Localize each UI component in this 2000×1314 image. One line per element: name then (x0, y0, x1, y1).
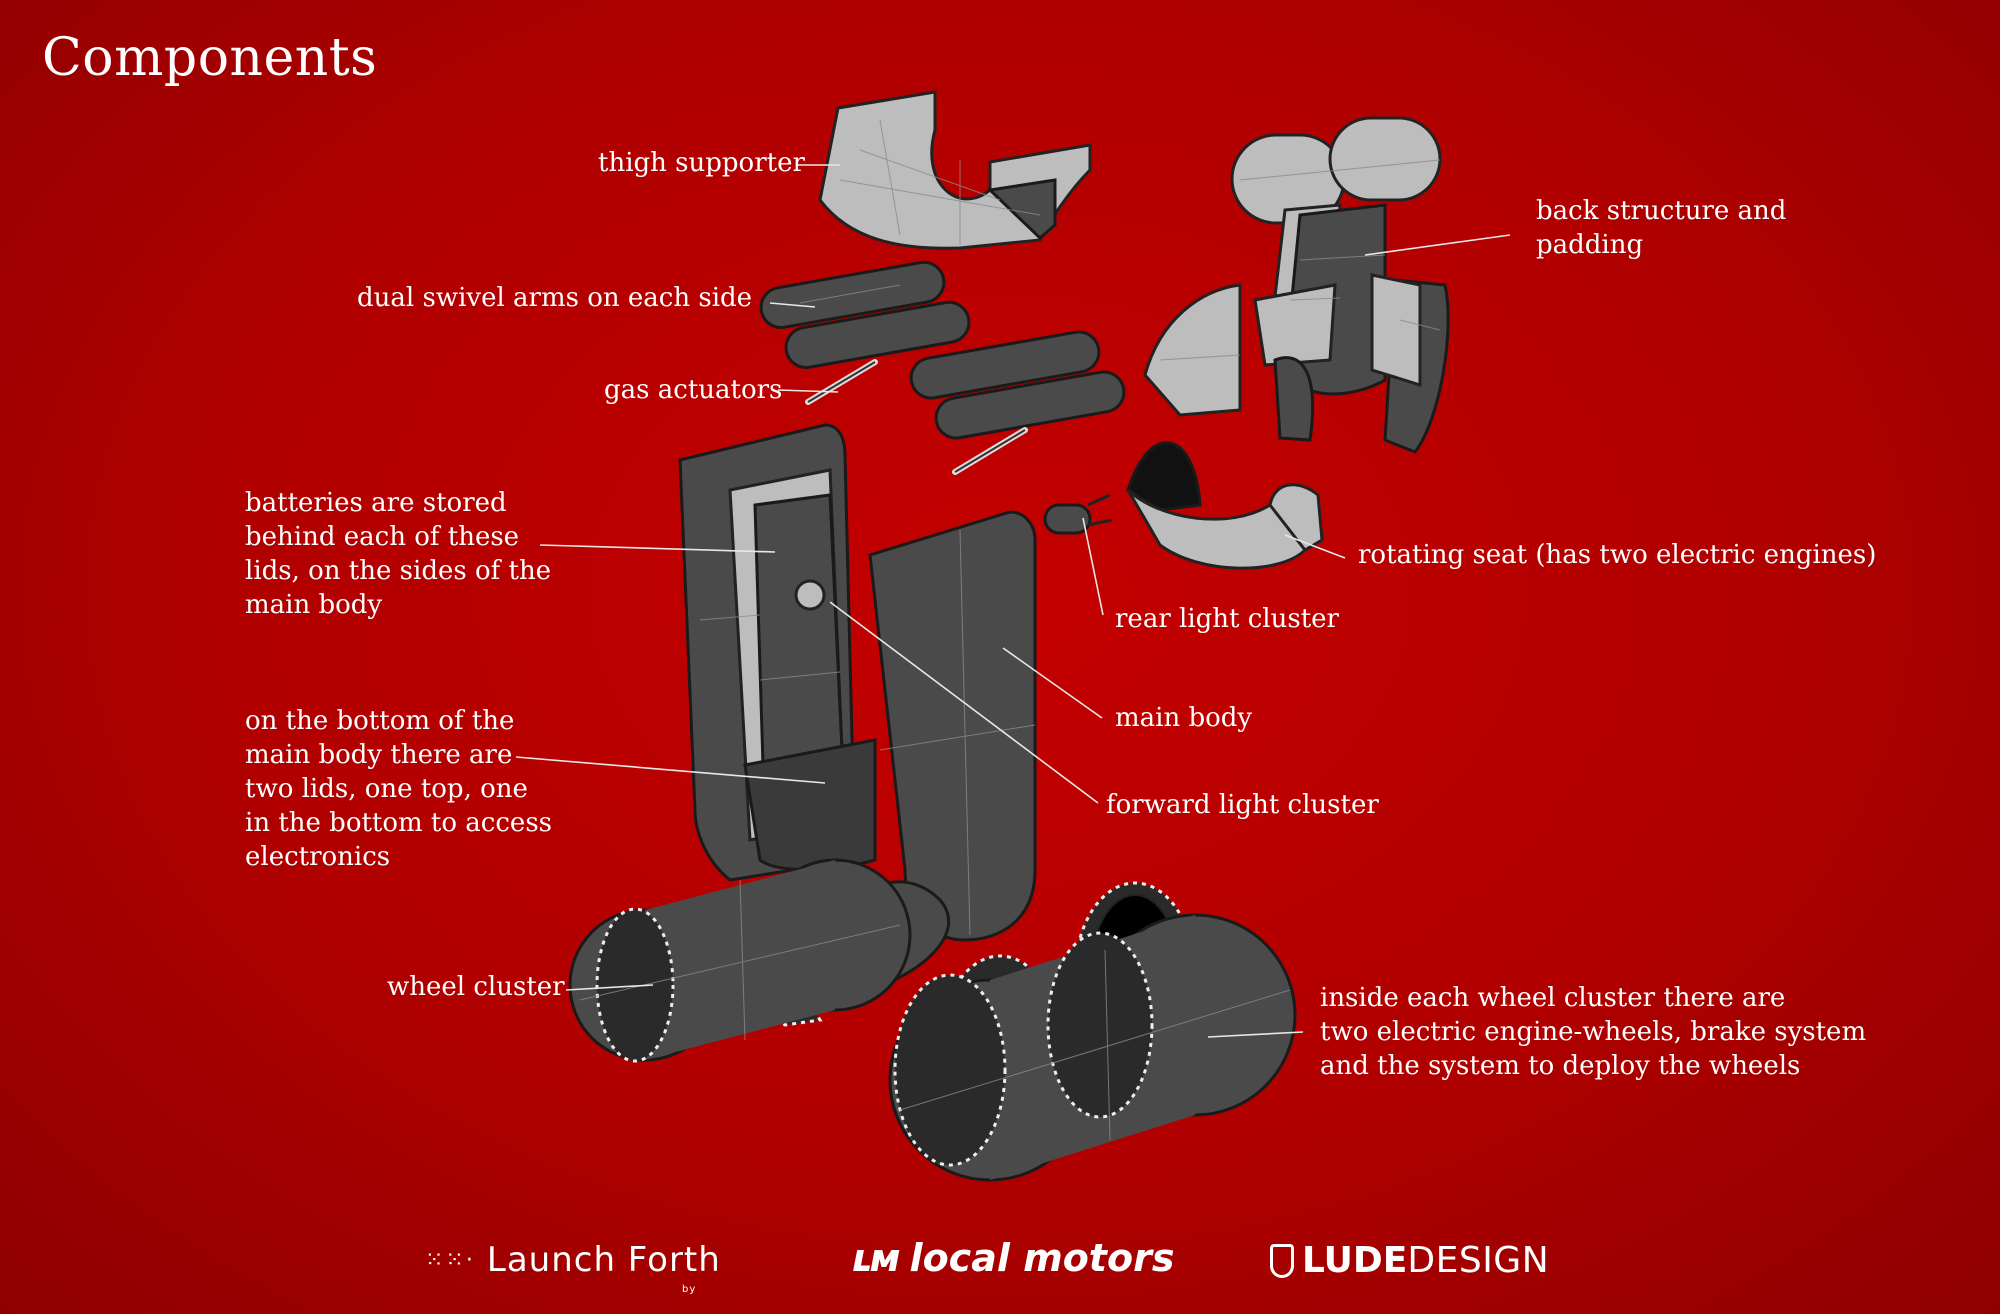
label-gas-actuators: gas actuators (604, 375, 783, 405)
back-structure-part (1143, 116, 1450, 454)
rotating-seat-part (1126, 441, 1324, 570)
thigh-supporter-part (818, 90, 1092, 250)
label-batteries: batteries are stored behind each of thes… (245, 488, 552, 620)
wheel-cluster-right-part (888, 881, 1297, 1182)
rear-light-part (1043, 493, 1113, 535)
main-body-part (678, 423, 1037, 942)
label-swivel-arms: dual swivel arms on each side (357, 283, 753, 313)
dots-icon: ⁙⁙· (425, 1248, 475, 1273)
leader-batteries (539, 544, 776, 553)
launch-forth-logo: ⁙⁙·Launch Forth by (425, 1240, 721, 1295)
leader-back-structure (1364, 234, 1511, 256)
leader-gas-actuators (777, 389, 839, 393)
label-wheel-inside: inside each wheel cluster there are two … (1320, 983, 1867, 1081)
page-title: Components (42, 28, 378, 88)
leader-rear-light (1082, 517, 1104, 616)
label-main-body: main body (1115, 703, 1253, 733)
label-rear-light: rear light cluster (1115, 604, 1339, 634)
gas-actuator-left (805, 359, 878, 405)
swivel-arm-upper-left (759, 260, 946, 330)
leader-main-body (1002, 647, 1103, 719)
lude-design-logo: LUDEDESIGN (1270, 1240, 1549, 1281)
label-wheel-cluster: wheel cluster (387, 972, 565, 1002)
label-bottom-lids: on the bottom of the main body there are… (245, 706, 552, 872)
label-forward-light: forward light cluster (1106, 790, 1379, 820)
swivel-arm-lower-right (934, 370, 1126, 440)
label-back-structure: back structure and padding (1536, 196, 1787, 260)
leader-rotating-seat (1284, 534, 1346, 559)
leader-bottom-lids (515, 756, 826, 784)
leader-wheel-cluster (565, 984, 654, 991)
label-thigh-supporter: thigh supporter (598, 148, 805, 178)
swivel-arm-upper-right (909, 330, 1101, 400)
lm-mark-icon: ʟᴍ (852, 1236, 901, 1280)
label-rotating-seat: rotating seat (has two electric engines) (1358, 540, 1877, 570)
leader-wheel-inside (1207, 1031, 1304, 1038)
leader-swivel-arms (769, 302, 816, 308)
shield-icon (1270, 1244, 1294, 1278)
wheel-cluster-left-part (568, 858, 950, 1063)
swivel-arm-lower-left (784, 300, 971, 370)
leader-lines (515, 164, 1511, 1038)
leader-forward-light (829, 601, 1099, 804)
gas-actuator-right (952, 427, 1028, 475)
